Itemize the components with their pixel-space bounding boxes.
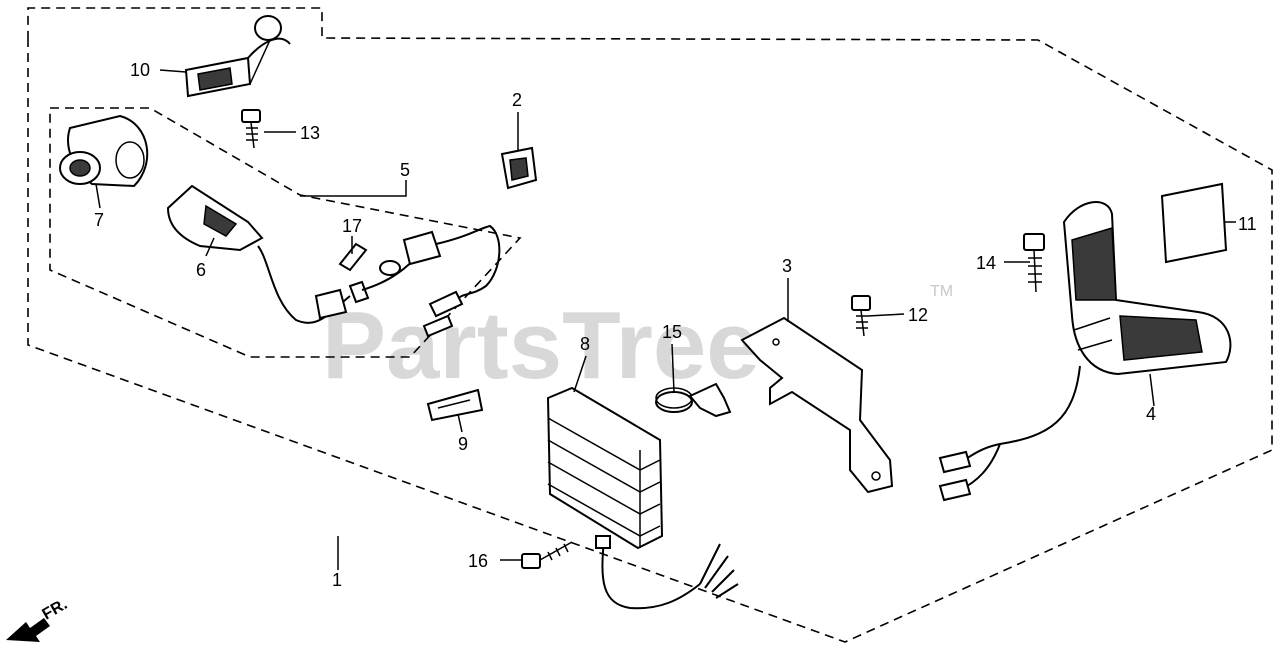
part-12-bolt[interactable] xyxy=(851,295,871,337)
callout-2: 2 xyxy=(512,90,522,110)
part-3-bracket[interactable] xyxy=(740,316,894,494)
callout-9: 9 xyxy=(458,434,468,454)
part-13-bolt[interactable] xyxy=(241,109,261,149)
callout-3: 3 xyxy=(782,256,792,276)
watermark-text: PartsTree xyxy=(322,292,760,399)
part-9-tag[interactable] xyxy=(426,388,484,422)
callout-1: 1 xyxy=(332,570,342,590)
leader-lines xyxy=(95,69,1236,570)
callout-13: 13 xyxy=(300,123,320,143)
callout-6: 6 xyxy=(196,260,206,280)
part-17-fuse[interactable] xyxy=(338,242,368,272)
part-16-bolt[interactable] xyxy=(521,541,573,569)
callout-11: 11 xyxy=(1238,214,1257,234)
part-14-bolt[interactable] xyxy=(1023,233,1045,293)
assembly-boundary xyxy=(27,7,1273,643)
callout-15: 15 xyxy=(662,322,682,342)
front-arrow-icon xyxy=(6,618,50,642)
callout-12: 12 xyxy=(908,305,928,325)
callout-10: 10 xyxy=(130,60,150,80)
callouts: 1 2 3 4 5 6 7 8 9 10 11 12 13 14 15 16 1… xyxy=(94,60,1257,590)
callout-7: 7 xyxy=(94,210,104,230)
part-11-label[interactable] xyxy=(1160,182,1228,264)
part-15-clamp[interactable] xyxy=(655,382,732,418)
part-4-coil[interactable] xyxy=(938,201,1232,502)
callout-16: 16 xyxy=(468,551,488,571)
part-7-socket[interactable] xyxy=(59,114,149,188)
part-5-wire-harness[interactable] xyxy=(257,224,501,338)
part-10-rubber-cap[interactable] xyxy=(184,15,291,98)
watermark-trademark: TM xyxy=(930,283,953,300)
callout-5: 5 xyxy=(400,160,410,180)
callout-14: 14 xyxy=(976,253,996,273)
part-8-regulator-rectifier[interactable] xyxy=(546,386,739,610)
part-6-cover[interactable] xyxy=(166,184,264,252)
callout-4: 4 xyxy=(1146,404,1156,424)
harness-group-boundary xyxy=(49,107,522,358)
callout-8: 8 xyxy=(580,334,590,354)
callout-17: 17 xyxy=(342,216,362,236)
part-2-clip[interactable] xyxy=(500,146,538,190)
